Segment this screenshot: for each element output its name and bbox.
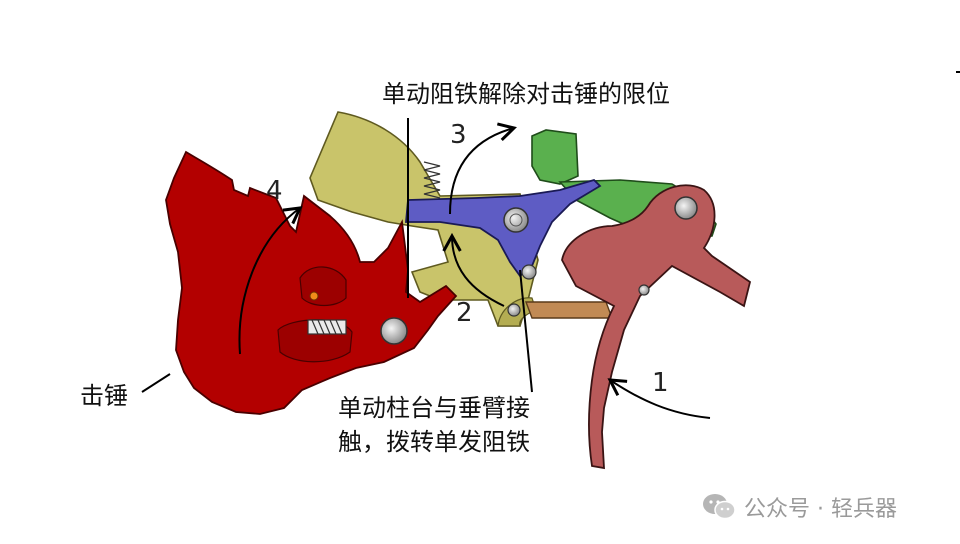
step-2-label: 2 — [456, 298, 473, 328]
watermark-text: 公众号 · 轻兵器 — [744, 497, 897, 522]
sear-pin — [521, 264, 537, 280]
trigger-bar — [524, 301, 614, 319]
hammer-label: 击锤 — [80, 382, 128, 410]
hammer-axle — [380, 317, 408, 345]
arrow-4 — [238, 206, 303, 355]
hammer-label-leader — [141, 373, 171, 393]
trigger-part — [561, 184, 752, 470]
trigger-axle — [674, 196, 698, 220]
pins — [380, 196, 698, 345]
arrow-3 — [449, 122, 517, 215]
hammer-part — [165, 150, 458, 415]
bottom-label-leader — [519, 269, 533, 393]
callout-lines — [141, 118, 533, 393]
wechat-icon — [703, 494, 736, 520]
hammer-spring — [307, 319, 347, 335]
sear-spring — [423, 161, 441, 199]
bottom-label-line-1: 单动柱台与垂臂接 — [338, 394, 530, 422]
arrow-1 — [607, 378, 711, 419]
bottom-label-line-2: 触，拨转单发阻铁 — [338, 428, 530, 456]
trigger-pin — [638, 284, 650, 296]
step-1-label: 1 — [652, 368, 669, 398]
step-4-label: 4 — [266, 176, 283, 206]
arrow-2 — [442, 232, 505, 307]
step-3-label: 3 — [450, 120, 467, 150]
blue-sear-part — [405, 178, 602, 278]
motion-arrows — [238, 122, 711, 419]
top-label: 单动阻铁解除对击锤的限位 — [382, 80, 670, 108]
olive-pin — [507, 303, 521, 317]
watermark: 公众号 · 轻兵器 — [702, 490, 897, 524]
